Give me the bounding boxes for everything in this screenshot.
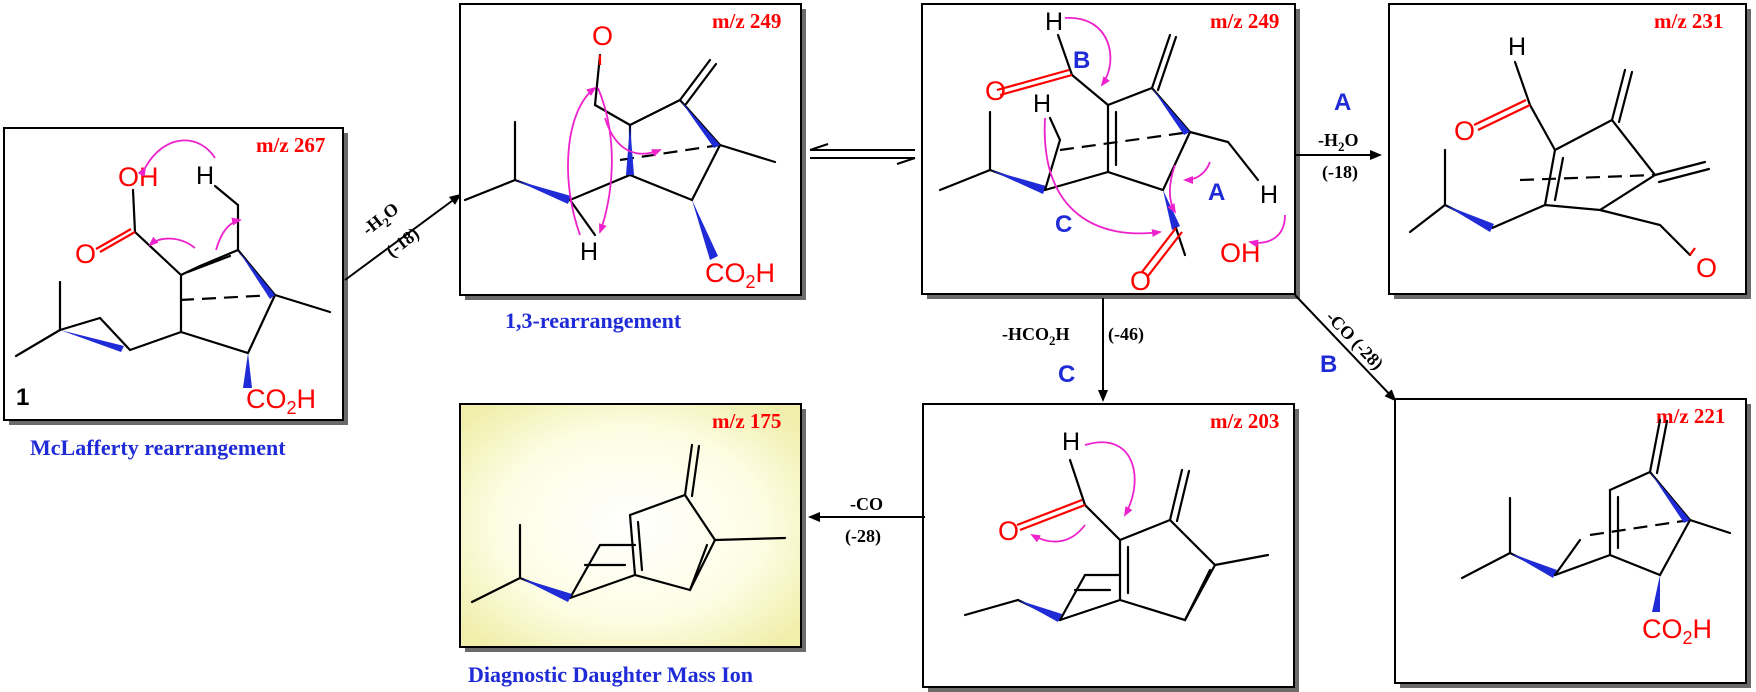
atom-o: O <box>75 239 96 269</box>
arrow-a4: -HCO2H (-46) C <box>1002 298 1144 402</box>
mz-label: m/z 249 <box>712 9 781 33</box>
box-mz231: m/z 231 H O O <box>1388 3 1751 299</box>
atom-oh: OH <box>118 162 159 192</box>
mz-label: m/z 203 <box>1210 409 1279 433</box>
compound-number: 1 <box>16 384 29 411</box>
path-b-label: B <box>1073 47 1090 74</box>
box-mz249-b: m/z 249 H O H H O OH <box>921 3 1300 299</box>
arrow-a4-line2: (-46) <box>1108 324 1144 345</box>
molecule: H O O <box>1408 33 1717 283</box>
arrow-a4-path: C <box>1058 361 1075 388</box>
arrow-a4-line1: -HCO2H <box>1002 324 1070 348</box>
box-mz249-a: m/z 249 O H CO2H <box>459 3 806 300</box>
path-a-label: A <box>1208 179 1225 206</box>
atom-o: O <box>1454 116 1475 146</box>
arrow-a2-line1: -H2O <box>1318 130 1359 154</box>
arrow-a3-path: B <box>1320 351 1337 378</box>
mz-label: m/z 267 <box>256 133 325 157</box>
atom-h: H <box>1508 33 1526 61</box>
atom-h: H <box>1260 181 1278 209</box>
molecule: O H CO2H <box>463 21 777 292</box>
arrow-a2-line2: (-18) <box>1322 162 1358 183</box>
atom-o: O <box>1696 253 1717 283</box>
mz-label: m/z 231 <box>1654 9 1723 33</box>
arrow-a2: A -H2O (-18) <box>1296 89 1382 183</box>
path-c-label: C <box>1055 211 1072 238</box>
caption-mclafferty: McLafferty rearrangement <box>30 435 286 460</box>
molecule: H O <box>963 428 1270 622</box>
atom-o: O <box>985 76 1006 106</box>
arrow-a5-line2: (-28) <box>845 526 881 547</box>
box-mz267: m/z 267 1 OH H O CO2H <box>3 127 348 425</box>
mz-label: m/z 221 <box>1656 404 1725 428</box>
molecule <box>470 443 787 604</box>
atom-h: H <box>1033 90 1051 118</box>
box-mz175: m/z 175 <box>459 403 806 652</box>
atom-h: H <box>580 238 598 266</box>
arrow-a1: -H2O (-18) <box>344 193 462 281</box>
atom-o: O <box>592 21 613 51</box>
box-mz203: m/z 203 H O <box>922 403 1299 692</box>
molecule: CO2H <box>1460 418 1732 648</box>
atom-co2h: CO2H <box>1642 614 1712 648</box>
mz-label: m/z 175 <box>712 409 781 433</box>
caption-13-rearrangement: 1,3-rearrangement <box>505 308 682 333</box>
box-mz221: m/z 221 CO2H <box>1394 398 1751 688</box>
mz-label: m/z 249 <box>1210 9 1279 33</box>
atom-h: H <box>1045 8 1063 36</box>
arrow-a5-line1: -CO <box>850 494 883 514</box>
arrow-a3: -CO (-28) B <box>1294 294 1397 402</box>
atom-h: H <box>196 162 214 190</box>
arrow-a2-path: A <box>1334 89 1351 116</box>
molecule: H O H H O OH B C A <box>938 8 1286 296</box>
atom-h: H <box>1062 428 1080 456</box>
arrow-a5: -CO (-28) <box>808 494 925 547</box>
atom-co2h: CO2H <box>246 384 316 418</box>
molecule: OH H O CO2H <box>14 139 332 418</box>
atom-co2h: CO2H <box>705 258 775 292</box>
atom-o: O <box>1130 266 1151 296</box>
atom-o: O <box>998 516 1019 546</box>
equilibrium-arrow <box>809 143 916 165</box>
caption-diagnostic: Diagnostic Daughter Mass Ion <box>468 662 753 687</box>
